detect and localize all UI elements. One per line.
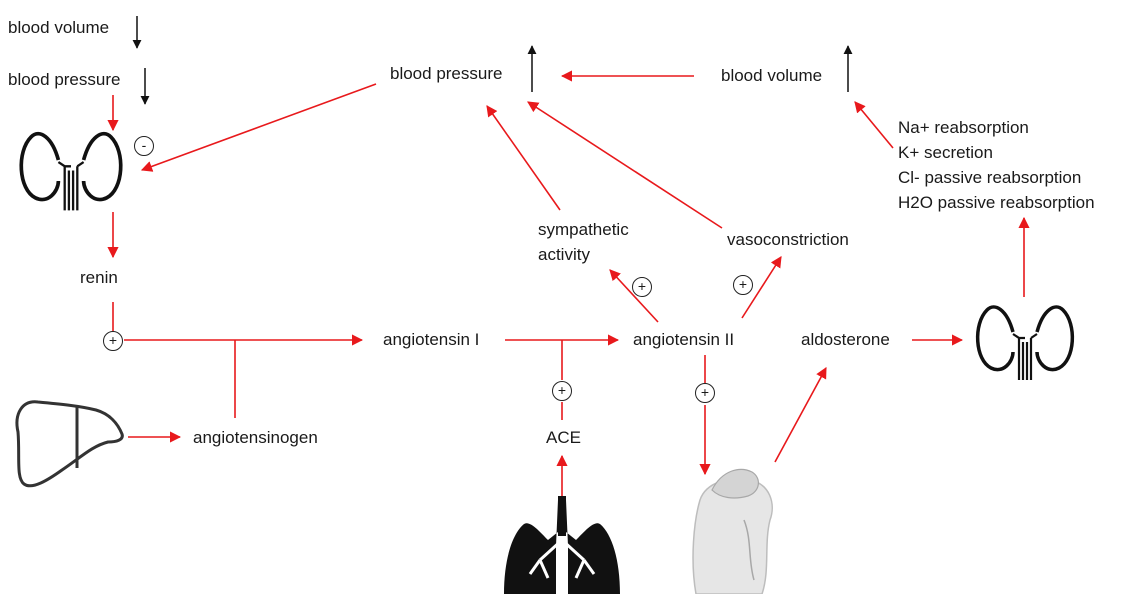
label-h2o-reabsorption: H2O passive reabsorption: [898, 192, 1095, 214]
label-k-secretion: K+ secretion: [898, 142, 993, 164]
arrow-ang2-to-sympathetic: [610, 270, 658, 322]
liver-icon: [17, 402, 122, 486]
label-ace: ACE: [546, 427, 581, 449]
label-angiotensin-1: angiotensin I: [383, 329, 479, 351]
label-aldosterone: aldosterone: [801, 329, 890, 351]
label-renin: renin: [80, 267, 118, 289]
stimulation-sign: +: [695, 383, 715, 403]
inhibition-sign: -: [134, 136, 154, 156]
label-na-reabsorption: Na+ reabsorption: [898, 117, 1029, 139]
lungs-icon: [504, 496, 620, 594]
arrow-adrenal-to-aldosterone: [775, 368, 826, 462]
label-blood-volume-low: blood volume: [8, 17, 109, 39]
kidney-icon: [21, 134, 120, 211]
arrow-vasoconstriction-to-bp: [528, 102, 722, 228]
label-angiotensinogen: angiotensinogen: [193, 427, 318, 449]
label-sympathetic-line2: activity: [538, 244, 590, 266]
label-blood-volume-high: blood volume: [721, 65, 822, 87]
arrow-effects-to-volume: [855, 102, 893, 148]
label-sympathetic-line1: sympathetic: [538, 219, 629, 241]
arrow-sympathetic-to-bp: [487, 106, 560, 210]
label-vasoconstriction: vasoconstriction: [727, 229, 849, 251]
label-angiotensin-2: angiotensin II: [633, 329, 734, 351]
stimulation-sign: +: [632, 277, 652, 297]
adrenal-gland-icon: [693, 469, 772, 594]
arrow-bp-feedback: [142, 84, 376, 170]
stimulation-sign: +: [733, 275, 753, 295]
stimulation-sign: +: [552, 381, 572, 401]
stimulation-sign: +: [103, 331, 123, 351]
label-cl-reabsorption: Cl- passive reabsorption: [898, 167, 1081, 189]
kidney-icon: [978, 307, 1073, 380]
label-blood-pressure-high: blood pressure: [390, 63, 502, 85]
label-blood-pressure-low: blood pressure: [8, 69, 120, 91]
